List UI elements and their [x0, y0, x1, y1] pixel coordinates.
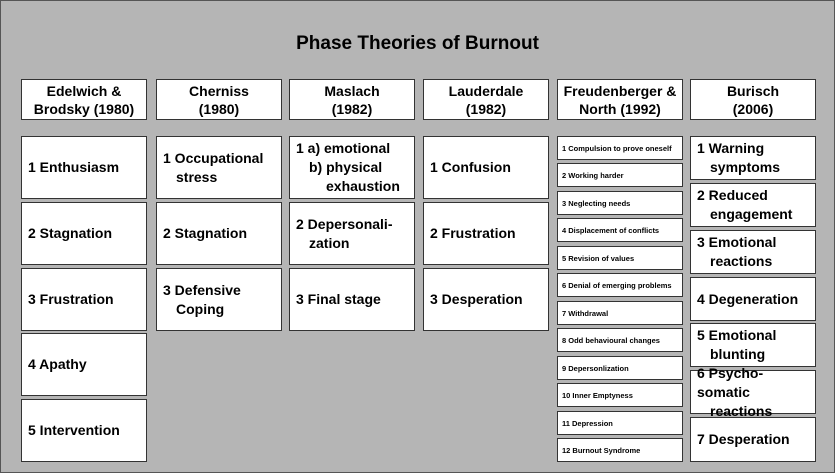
phase-box-small: 8 Odd behavioural changes	[557, 328, 683, 352]
phase-box: 7 Desperation	[690, 417, 816, 462]
phase-label: 1 Compulsion to prove oneself	[562, 143, 672, 153]
phase-box: 1 a) emotional b) physical exhaustion	[289, 136, 415, 199]
phase-box: 2 Stagnation	[156, 202, 282, 265]
phase-label: reactions	[710, 402, 773, 419]
phase-box: 5 Intervention	[21, 399, 147, 462]
phase-box-small: 2 Working harder	[557, 163, 683, 187]
phase-label: 12 Burnout Syndrome	[562, 445, 641, 455]
phase-box: 6 Psycho-somatic reactions	[690, 365, 816, 419]
header-freudenberger-north: Freudenberger &North (1992)	[557, 79, 683, 120]
phase-label: 4 Displacement of conflicts	[562, 225, 660, 235]
phase-label: blunting	[710, 346, 766, 362]
header-line: (1982)	[465, 100, 507, 117]
header-line: Brodsky (1980)	[33, 100, 135, 117]
header-line: Lauderdale	[448, 82, 524, 99]
phase-label: stress	[176, 168, 218, 185]
phase-label: 2 Frustration	[430, 225, 516, 241]
phase-label: 7 Withdrawal	[562, 308, 609, 318]
phase-label: 5 Intervention	[28, 422, 120, 438]
phase-label: 2 Stagnation	[28, 225, 113, 241]
phase-label: Coping	[176, 300, 225, 317]
phase-box-small: 5 Revision of values	[557, 246, 683, 270]
header-line: Edelwich &	[46, 82, 122, 99]
phase-box-small: 7 Withdrawal	[557, 301, 683, 325]
phase-box: 4 Degeneration	[690, 277, 816, 321]
phase-box: 1 Occupational stress	[156, 136, 282, 199]
phase-box: 1 Enthusiasm	[21, 136, 147, 199]
header-cherniss: Cherniss(1980)	[156, 79, 282, 120]
phase-label: 3 Frustration	[28, 291, 114, 307]
phase-label: 9 Depersonlization	[562, 363, 629, 373]
phase-label: 1 Confusion	[430, 159, 511, 175]
phase-box: 2 Depersonali-zation	[289, 202, 415, 265]
phase-box: 3 Emotional reactions	[690, 230, 816, 274]
phase-box-small: 9 Depersonlization	[557, 356, 683, 380]
phase-label: 1 Enthusiasm	[28, 159, 120, 175]
phase-box: 3 Final stage	[289, 268, 415, 331]
phase-label: 2 Depersonali-	[296, 215, 393, 232]
phase-label: reactions	[710, 253, 773, 269]
phase-label: 1 Warning	[697, 140, 765, 156]
phase-box: 4 Apathy	[21, 333, 147, 396]
phase-label: 6 Psycho-somatic	[697, 364, 764, 400]
phase-label: 10 Inner Emptyness	[562, 390, 633, 400]
phase-box: 2 Stagnation	[21, 202, 147, 265]
header-lauderdale: Lauderdale(1982)	[423, 79, 549, 120]
phase-label: 2 Working harder	[562, 170, 624, 180]
phase-label: 11 Depression	[562, 418, 613, 428]
header-line: (1982)	[331, 100, 373, 117]
header-line: Cherniss	[189, 82, 249, 99]
phase-label: 5 Revision of values	[562, 253, 635, 263]
phase-label: 8 Odd behavioural changes	[562, 335, 660, 345]
phase-box: 2 Frustration	[423, 202, 549, 265]
header-line: Freudenberger &	[563, 82, 677, 99]
phase-label: 1 Occupational	[163, 149, 264, 166]
phase-label: 3 Defensive	[163, 281, 241, 298]
header-edelwich-brodsky: Edelwich &Brodsky (1980)	[21, 79, 147, 120]
phase-label: 5 Emotional	[697, 327, 777, 343]
phase-box-small: 3 Neglecting needs	[557, 191, 683, 215]
phase-label: exhaustion	[326, 178, 400, 194]
phase-label: engagement	[710, 206, 793, 222]
phase-label: 3 Desperation	[430, 291, 523, 307]
phase-label: symptoms	[710, 159, 781, 175]
header-line: Maslach	[324, 82, 380, 99]
phase-label: 3 Emotional	[697, 234, 777, 250]
phase-box: 3 Frustration	[21, 268, 147, 331]
phase-label: 1 a) emotional	[296, 140, 391, 156]
phase-label: 4 Degeneration	[697, 290, 799, 307]
phase-label: 4 Apathy	[28, 356, 87, 372]
phase-box: 3 Desperation	[423, 268, 549, 331]
phase-box: 2 Reduced engagement	[690, 183, 816, 227]
header-line: Burisch	[726, 82, 780, 99]
phase-box-small: 4 Displacement of conflicts	[557, 218, 683, 242]
header-line: North (1992)	[579, 100, 661, 117]
header-burisch: Burisch(2006)	[690, 79, 816, 120]
phase-label: zation	[309, 234, 350, 251]
phase-label: 2 Reduced	[697, 187, 768, 203]
phase-label: 7 Desperation	[697, 431, 790, 447]
phase-label: b) physical	[309, 159, 383, 175]
phase-box-small: 11 Depression	[557, 411, 683, 435]
phase-label: 6 Denial of emerging problems	[562, 280, 672, 290]
phase-box: 1 Confusion	[423, 136, 549, 199]
phase-label: 2 Stagnation	[163, 225, 248, 241]
diagram-title: Phase Theories of Burnout	[296, 33, 539, 54]
header-line: (1980)	[198, 100, 240, 117]
phase-box-small: 6 Denial of emerging problems	[557, 273, 683, 297]
phase-box-small: 1 Compulsion to prove oneself	[557, 136, 683, 160]
phase-label: 3 Final stage	[296, 291, 381, 307]
phase-box-small: 12 Burnout Syndrome	[557, 438, 683, 462]
header-maslach: Maslach(1982)	[289, 79, 415, 120]
phase-box: 1 Warning symptoms	[690, 136, 816, 180]
header-line: (2006)	[732, 100, 774, 117]
phase-box: 5 Emotional blunting	[690, 323, 816, 367]
phase-label: 3 Neglecting needs	[562, 198, 631, 208]
phase-box-small: 10 Inner Emptyness	[557, 383, 683, 407]
